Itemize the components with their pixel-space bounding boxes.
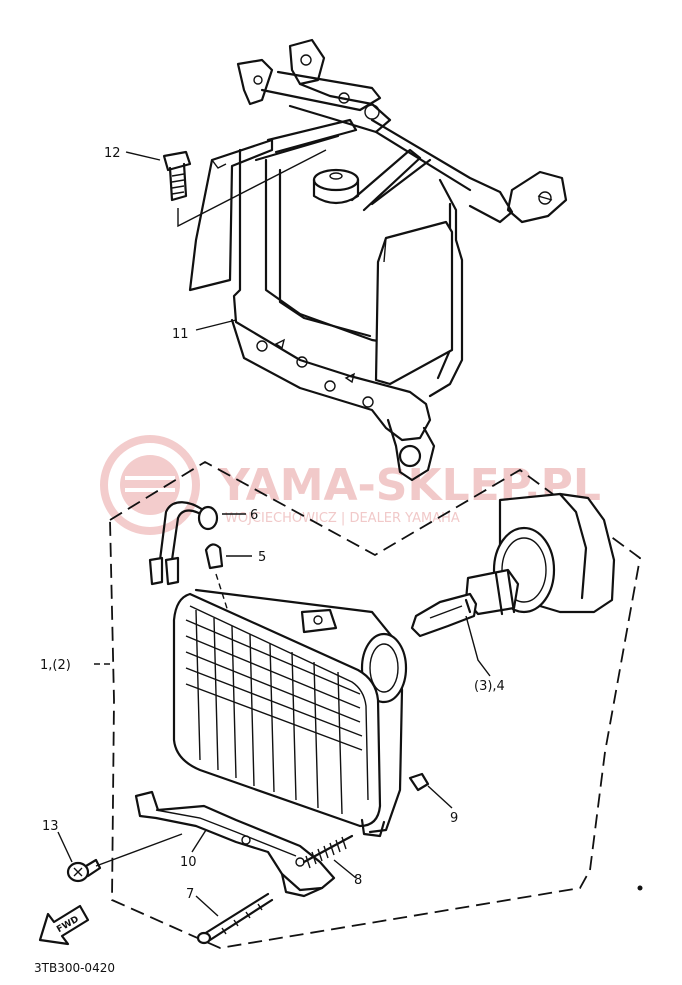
leader-12 (125, 151, 161, 161)
part-number-8: 8 (354, 873, 362, 888)
part-number-6: 6 (250, 508, 258, 523)
leader-12-to-stay (177, 149, 327, 228)
part-number-1-2: 1,(2) (40, 658, 71, 673)
screw-13 (66, 858, 102, 883)
leader-11 (195, 319, 237, 331)
leader-10 (191, 829, 207, 853)
headlight-bulb-and-cover (410, 492, 616, 638)
part-number-7: 7 (186, 887, 194, 902)
leader-13 (57, 831, 73, 863)
leader-7 (195, 895, 219, 917)
socket-cord-6 (148, 501, 219, 586)
headlight-unit (172, 588, 408, 838)
nut-9 (408, 772, 430, 792)
watermark-logo-icon (100, 435, 200, 535)
headlight-assembly-outline (109, 460, 641, 949)
diagram-code: 3TB300-0420 (34, 961, 115, 975)
part-number-12: 12 (104, 146, 121, 161)
part-number-10: 10 (180, 855, 197, 870)
spring-8 (302, 834, 354, 869)
part-number-9: 9 (450, 811, 458, 826)
watermark-subtitle: WOJCIECHOWICZ | DEALER YAMAHA (225, 511, 460, 526)
marker-dot (637, 885, 643, 891)
leader-9 (427, 785, 453, 809)
adjuster-bracket-10 (134, 790, 336, 898)
bolt-12 (162, 150, 192, 202)
forward-direction-arrow-icon: FWD (38, 904, 90, 946)
pilot-bulb-5 (204, 543, 224, 570)
part-number-5: 5 (258, 550, 266, 565)
adjusting-screw-7 (196, 892, 274, 945)
leader-8 (333, 859, 357, 879)
part-number-11: 11 (172, 327, 189, 342)
part-number-3-4: (3),4 (474, 679, 505, 694)
part-number-13: 13 (42, 819, 59, 834)
leader-3-4 (465, 615, 491, 677)
headlight-stay-bracket (188, 38, 568, 482)
leader-13-to-bracket (95, 833, 183, 867)
